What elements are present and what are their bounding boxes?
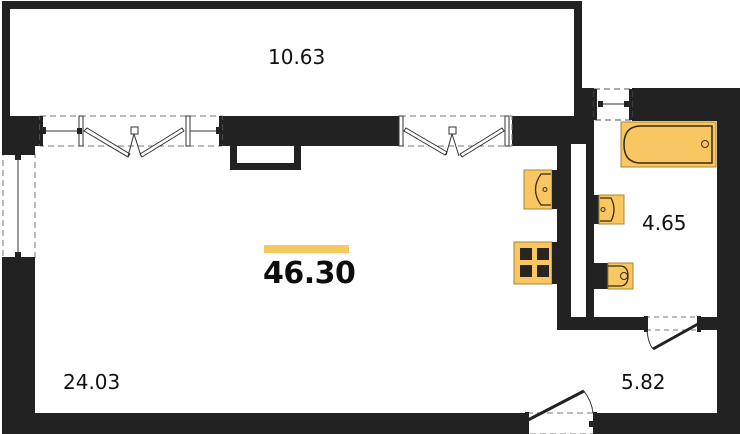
window-top-right: [398, 115, 513, 158]
room-area-hallway: 5.82: [621, 370, 666, 394]
cooktop-icon: [513, 241, 557, 285]
window-bathroom: [593, 88, 633, 121]
shaft-gap: [571, 144, 586, 317]
wall-niche: [237, 146, 294, 163]
bathroom-sink-icon: [594, 194, 625, 225]
interior-walls: [557, 120, 717, 330]
total-area: 46.30: [263, 256, 356, 291]
kitchen-sink-icon: [523, 169, 557, 210]
door-entrance: [525, 389, 597, 434]
balcony-walls: [2, 1, 582, 119]
total-area-accent-bar: [264, 245, 349, 253]
room-area-living-room: 24.03: [63, 370, 121, 394]
bathtub-icon: [620, 121, 717, 168]
room-area-balcony: 10.63: [268, 45, 326, 69]
toilet-icon: [594, 262, 634, 290]
door-bathroom: [644, 316, 701, 351]
window-top-left: [39, 115, 223, 158]
room-area-bathroom: 4.65: [642, 211, 687, 235]
window-left: [2, 151, 36, 261]
